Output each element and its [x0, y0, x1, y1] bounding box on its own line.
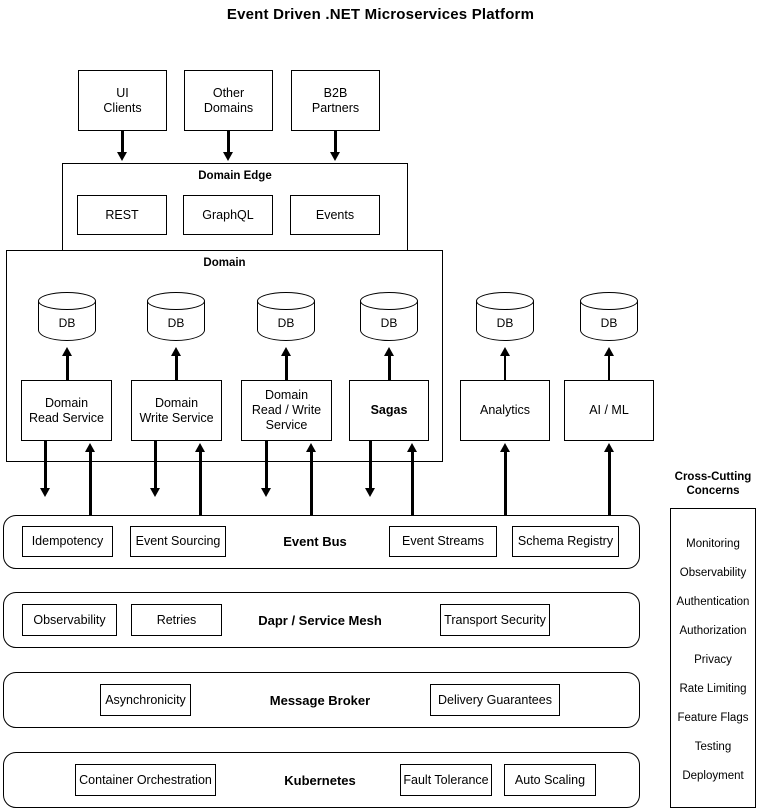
service-box-analytics[interactable]: Analytics	[460, 380, 550, 441]
cross-cutting-item-authorization: Authorization	[679, 625, 747, 637]
connector-write-service-to-db	[175, 355, 178, 380]
database-label: DB	[496, 316, 514, 330]
client-box-other-domains[interactable]: Other Domains	[184, 70, 273, 131]
connector-ai-ml-to-db	[608, 355, 610, 380]
lane-label-dapr-service-mesh: Dapr / Service Mesh	[258, 612, 382, 628]
database-write-service: DB	[147, 292, 205, 350]
service-box-sagas[interactable]: Sagas	[349, 380, 429, 441]
arrowhead-read-service-publish	[40, 488, 50, 497]
lane-label-event-bus: Event Bus	[283, 534, 347, 549]
arrowhead-analytics-to-db	[500, 347, 510, 356]
database-sagas: DB	[360, 292, 418, 350]
connector-b2b-to-edge	[334, 131, 337, 155]
connector-ui-to-edge	[121, 131, 124, 155]
connector-read-service-publish	[44, 441, 47, 491]
lane-item-asynchronicity[interactable]: Asynchronicity	[100, 684, 191, 716]
connector-read-service-to-db	[66, 355, 69, 380]
cylinder-top	[360, 292, 418, 310]
lane-label-message-broker: Message Broker	[269, 692, 371, 708]
service-box-domain-write-service[interactable]: Domain Write Service	[131, 380, 222, 441]
connector-read-write-service-to-db	[285, 355, 288, 380]
arrowhead-read-write-service-to-db	[281, 347, 291, 356]
domain-label: Domain	[203, 257, 246, 269]
page-title: Event Driven .NET Microservices Platform	[226, 6, 535, 23]
arrowhead-b2b-to-edge	[330, 152, 340, 161]
arrowhead-read-service-to-db	[62, 347, 72, 356]
client-box-b2b-partners[interactable]: B2B Partners	[291, 70, 380, 131]
lane-item-observability[interactable]: Observability	[22, 604, 117, 636]
database-label: DB	[167, 316, 185, 330]
lane-item-delivery-guarantees[interactable]: Delivery Guarantees	[430, 684, 560, 716]
lane-item-retries[interactable]: Retries	[131, 604, 222, 636]
lane-item-idempotency[interactable]: Idempotency	[22, 526, 113, 557]
arrowhead-sagas-publish	[365, 488, 375, 497]
database-read-service: DB	[38, 292, 96, 350]
service-box-domain-read-service[interactable]: Domain Read Service	[21, 380, 112, 441]
cross-cutting-item-privacy: Privacy	[694, 654, 732, 666]
arrowhead-write-service-subscribe	[195, 443, 205, 452]
edge-box-events[interactable]: Events	[290, 195, 380, 235]
arrowhead-ai-ml-to-db	[604, 347, 614, 356]
database-label: DB	[380, 316, 398, 330]
client-box-ui-clients[interactable]: UI Clients	[78, 70, 167, 131]
connector-sagas-publish	[369, 441, 372, 491]
arrowhead-read-write-service-publish	[261, 488, 271, 497]
connector-read-write-service-publish	[265, 441, 268, 491]
lane-item-container-orchestration[interactable]: Container Orchestration	[75, 764, 216, 796]
connector-read-write-service-subscribe	[310, 450, 313, 515]
lane-item-schema-registry[interactable]: Schema Registry	[512, 526, 619, 557]
database-analytics: DB	[476, 292, 534, 350]
database-label: DB	[58, 316, 76, 330]
arrowhead-analytics-subscribe	[500, 443, 510, 452]
cross-cutting-item-rate-limiting: Rate Limiting	[679, 683, 747, 695]
cylinder-top	[580, 292, 638, 310]
connector-write-service-subscribe	[199, 450, 202, 515]
cross-cutting-item-deployment: Deployment	[682, 770, 744, 782]
lane-item-auto-scaling[interactable]: Auto Scaling	[504, 764, 596, 796]
arrowhead-sagas-to-db	[384, 347, 394, 356]
cylinder-top	[147, 292, 205, 310]
cross-cutting-item-testing: Testing	[694, 741, 732, 753]
edge-box-graphql[interactable]: GraphQL	[183, 195, 273, 235]
service-box-domain-read-write-service[interactable]: Domain Read / Write Service	[241, 380, 332, 441]
connector-sagas-subscribe	[411, 450, 414, 515]
connector-write-service-publish	[154, 441, 157, 491]
connector-read-service-subscribe	[89, 450, 92, 515]
cross-cutting-title: Cross-Cutting Concerns	[674, 471, 752, 497]
arrowhead-sagas-subscribe	[407, 443, 417, 452]
cross-cutting-item-monitoring: Monitoring	[686, 538, 740, 550]
database-label: DB	[600, 316, 618, 330]
connector-analytics-to-db	[504, 355, 506, 380]
arrowhead-read-write-service-subscribe	[306, 443, 316, 452]
connector-ai-ml-subscribe	[608, 450, 611, 515]
connector-other-to-edge	[227, 131, 230, 155]
domain-edge-label: Domain Edge	[198, 170, 272, 182]
connector-sagas-to-db	[388, 355, 391, 380]
lane-item-transport-security[interactable]: Transport Security	[440, 604, 550, 636]
arrowhead-ai-ml-subscribe	[604, 443, 614, 452]
database-ai-ml: DB	[580, 292, 638, 350]
cross-cutting-item-observability: Observability	[679, 567, 747, 579]
cylinder-top	[38, 292, 96, 310]
edge-box-rest[interactable]: REST	[77, 195, 167, 235]
cylinder-top	[257, 292, 315, 310]
arrowhead-write-service-to-db	[171, 347, 181, 356]
service-box-ai-ml[interactable]: AI / ML	[564, 380, 654, 441]
database-label: DB	[277, 316, 295, 330]
cylinder-top	[476, 292, 534, 310]
connector-analytics-subscribe	[504, 450, 507, 515]
arrowhead-write-service-publish	[150, 488, 160, 497]
arrowhead-ui-to-edge	[117, 152, 127, 161]
cross-cutting-box: Monitoring Observability Authentication …	[670, 508, 756, 808]
cross-cutting-item-feature-flags: Feature Flags	[677, 712, 749, 724]
database-read-write-service: DB	[257, 292, 315, 350]
lane-label-kubernetes: Kubernetes	[284, 772, 356, 788]
arrowhead-read-service-subscribe	[85, 443, 95, 452]
lane-item-event-sourcing[interactable]: Event Sourcing	[130, 526, 226, 557]
lane-item-event-streams[interactable]: Event Streams	[389, 526, 497, 557]
cross-cutting-item-authentication: Authentication	[676, 596, 750, 608]
lane-item-fault-tolerance[interactable]: Fault Tolerance	[400, 764, 492, 796]
arrowhead-other-to-edge	[223, 152, 233, 161]
